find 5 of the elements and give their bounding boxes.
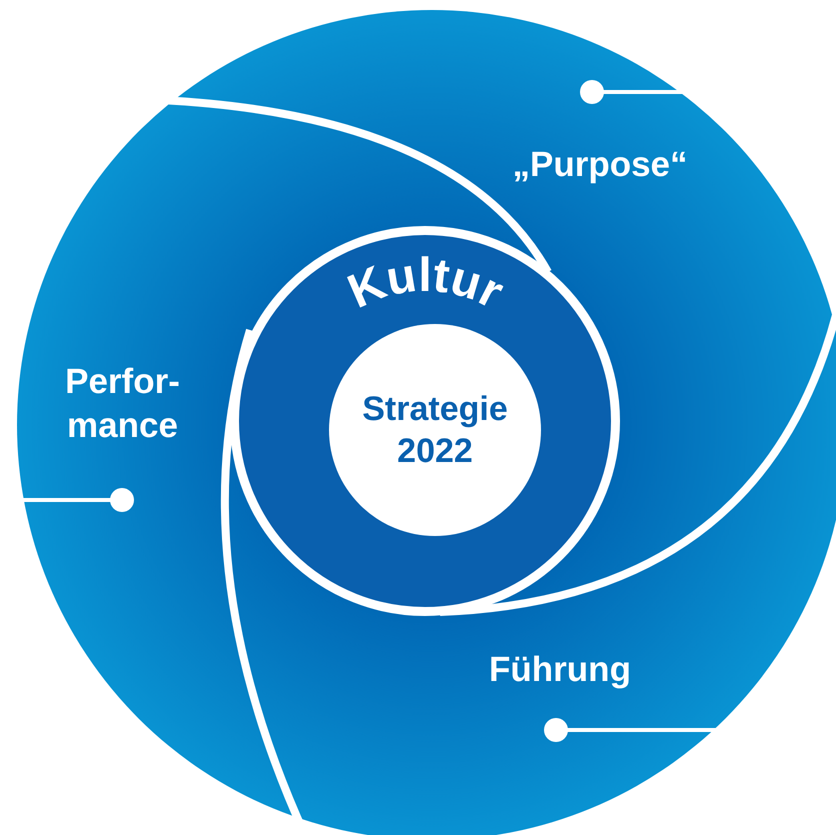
ring-title: Kultur <box>340 248 512 320</box>
segment-label: Perfor- mance <box>64 361 181 447</box>
segment-label: Führung <box>488 649 632 691</box>
center-title: Strategie 2022 <box>361 389 509 472</box>
segment-label: „Purpose“ <box>511 144 689 186</box>
